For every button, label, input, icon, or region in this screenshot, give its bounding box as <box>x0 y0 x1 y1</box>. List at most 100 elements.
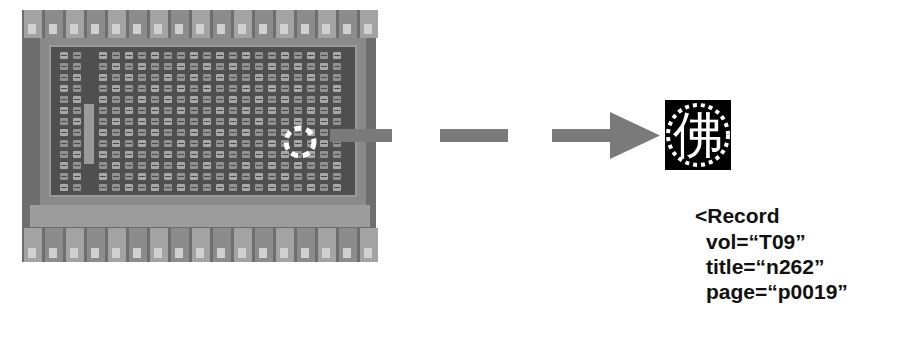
carved-stroke <box>308 187 314 188</box>
carved-stroke <box>178 143 184 144</box>
carved-stroke <box>204 99 210 100</box>
carved-glyph <box>203 129 211 136</box>
carved-stroke <box>191 121 197 122</box>
carved-glyph <box>229 162 237 169</box>
carved-glyph <box>281 118 289 125</box>
carved-stroke <box>139 77 145 78</box>
carved-glyph <box>307 96 315 103</box>
carved-stroke <box>152 55 158 56</box>
carved-glyph <box>190 184 198 191</box>
block-tag <box>91 24 99 34</box>
carved-stroke <box>269 99 275 100</box>
carved-stroke <box>74 187 80 188</box>
carved-stroke <box>256 66 262 67</box>
stacked-block <box>360 228 378 262</box>
carved-stroke <box>230 55 236 56</box>
carved-glyph <box>255 96 263 103</box>
carved-stroke <box>295 88 301 89</box>
carved-stroke <box>165 143 171 144</box>
carved-stroke <box>308 55 314 56</box>
carved-glyph <box>164 52 172 59</box>
carved-stroke <box>178 77 184 78</box>
carved-stroke <box>269 77 275 78</box>
block-tag <box>322 248 330 258</box>
carved-stroke <box>74 165 80 166</box>
carved-stroke <box>191 55 197 56</box>
block-tag <box>364 248 372 258</box>
carved-stroke <box>334 121 340 122</box>
carved-glyph <box>60 173 68 180</box>
stacked-block <box>24 228 42 262</box>
carved-glyph <box>138 140 146 147</box>
carved-glyph <box>151 85 159 92</box>
carved-glyph <box>216 173 224 180</box>
carved-stroke <box>100 187 106 188</box>
carved-glyph <box>229 52 237 59</box>
carved-glyph <box>138 96 146 103</box>
carved-glyph <box>216 52 224 59</box>
carved-stroke <box>113 176 119 177</box>
stacked-block <box>66 228 84 262</box>
carved-stroke <box>308 77 314 78</box>
carved-stroke <box>204 110 210 111</box>
carved-glyph <box>164 107 172 114</box>
carved-glyph <box>138 151 146 158</box>
carved-stroke <box>61 143 67 144</box>
carved-glyph <box>99 184 107 191</box>
carved-glyph <box>151 129 159 136</box>
carved-stroke <box>282 154 288 155</box>
carved-stroke <box>308 110 314 111</box>
carved-stroke <box>152 99 158 100</box>
carved-glyph <box>138 107 146 114</box>
carved-glyph <box>138 52 146 59</box>
carved-stroke <box>100 99 106 100</box>
carved-glyph <box>99 85 107 92</box>
stacked-block <box>192 10 210 38</box>
carved-stroke <box>282 121 288 122</box>
carved-stroke <box>243 99 249 100</box>
carved-stroke <box>139 154 145 155</box>
carved-stroke <box>269 187 275 188</box>
carved-glyph <box>281 162 289 169</box>
carved-stroke <box>113 66 119 67</box>
carved-stroke <box>230 154 236 155</box>
carved-stroke <box>217 121 223 122</box>
stacked-block <box>276 228 294 262</box>
carved-glyph <box>216 63 224 70</box>
carved-stroke <box>191 187 197 188</box>
carved-glyph <box>164 129 172 136</box>
carved-glyph <box>294 173 302 180</box>
carved-glyph <box>229 151 237 158</box>
carved-stroke <box>334 110 340 111</box>
carved-glyph <box>242 173 250 180</box>
carved-glyph <box>125 184 133 191</box>
carved-glyph <box>242 151 250 158</box>
carved-stroke <box>113 110 119 111</box>
carved-glyph <box>229 184 237 191</box>
block-tag <box>238 248 246 258</box>
carved-glyph <box>112 173 120 180</box>
carved-glyph <box>242 184 250 191</box>
carved-glyph <box>112 151 120 158</box>
carved-glyph <box>268 85 276 92</box>
carved-glyph <box>73 74 81 81</box>
carved-stroke <box>269 88 275 89</box>
carved-stroke <box>178 55 184 56</box>
carved-stroke <box>243 121 249 122</box>
carved-glyph <box>255 129 263 136</box>
carved-stroke <box>321 110 327 111</box>
carved-stroke <box>178 187 184 188</box>
stacked-block <box>171 10 189 38</box>
carved-glyph <box>60 85 68 92</box>
carved-stroke <box>152 121 158 122</box>
stacked-block <box>171 228 189 262</box>
carved-stroke <box>191 77 197 78</box>
carved-glyph <box>320 74 328 81</box>
carved-stroke <box>61 99 67 100</box>
carved-stroke <box>74 143 80 144</box>
carved-glyph <box>268 173 276 180</box>
stacked-block <box>213 228 231 262</box>
carved-stroke <box>61 110 67 111</box>
carved-glyph <box>60 118 68 125</box>
carved-glyph <box>320 173 328 180</box>
